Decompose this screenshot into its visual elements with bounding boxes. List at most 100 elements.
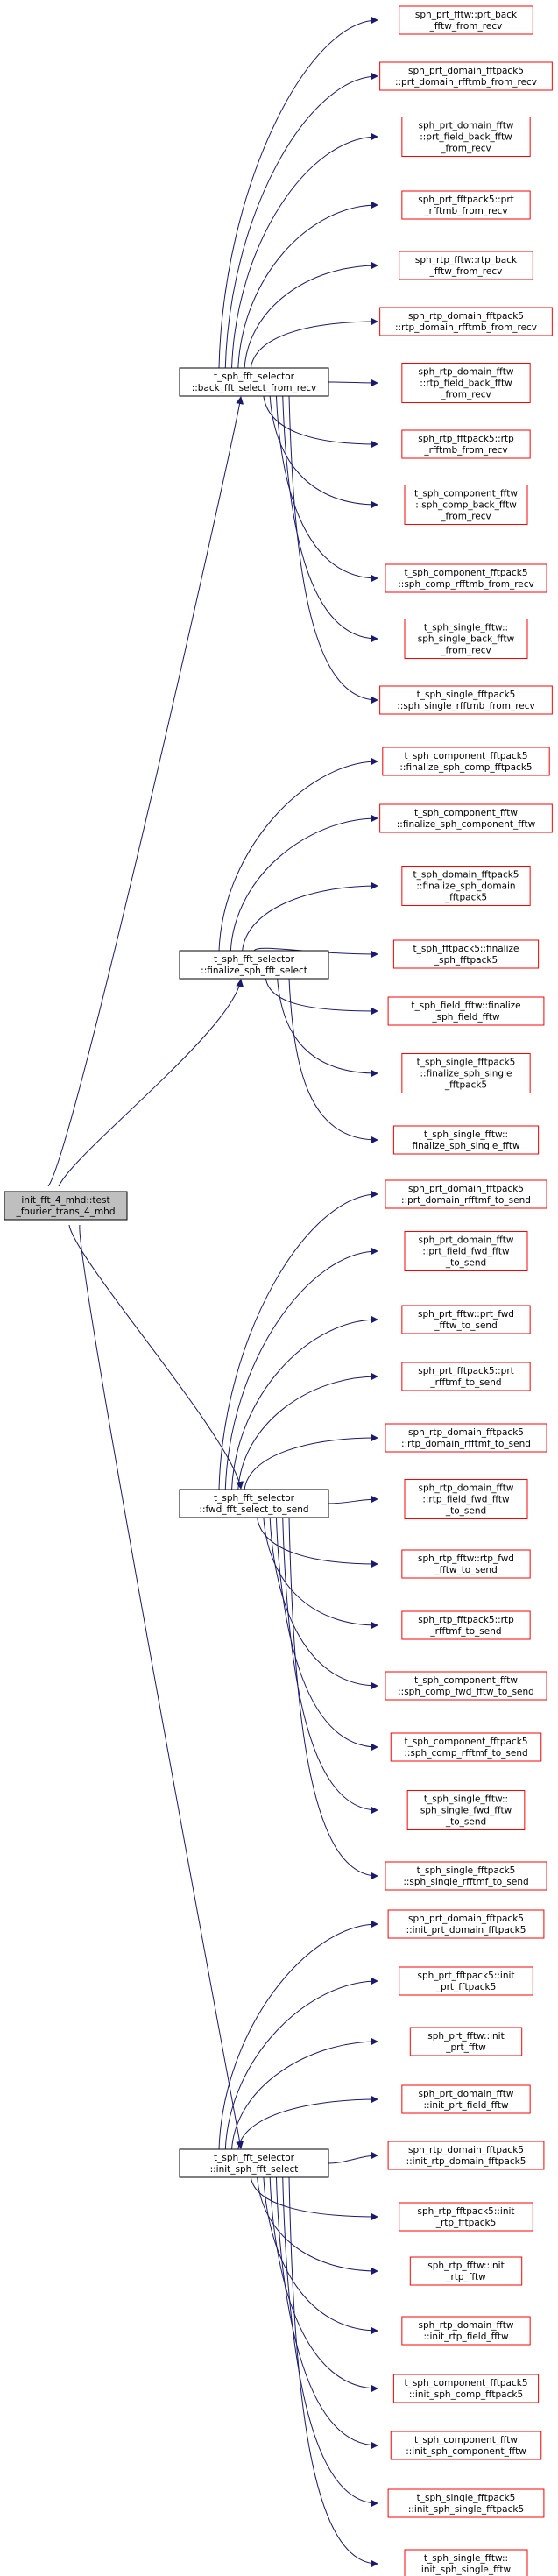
callee-node-label: sph_rtp_fftpack5::rtp [418, 1615, 514, 1625]
callee-node[interactable]: sph_prt_domain_fftw::init_prt_field_fftw [401, 2084, 531, 2114]
caller-node-box [179, 950, 329, 980]
edge-caller-to-callee [244, 261, 378, 369]
edge-caller-to-callee [277, 978, 378, 1078]
callee-node[interactable]: sph_prt_domain_fftpack5::init_prt_domain… [387, 1909, 545, 1939]
callee-node[interactable]: t_sph_component_fftw::sph_comp_back_fftw… [404, 485, 528, 525]
edge-caller-to-callee [257, 1517, 378, 1568]
edge-caller-to-callee [218, 757, 378, 952]
callee-node-label: ::rtp_field_fwd_fftw [422, 1495, 510, 1505]
root-node-box [4, 1191, 128, 1221]
callee-node-label: _rtp_fftpack5 [435, 2218, 497, 2228]
callee-node[interactable]: sph_rtp_fftpack5::init_rtp_fftpack5 [399, 2202, 533, 2232]
callee-node-label: _fftw_to_send [434, 1320, 497, 1331]
callee-node-label: finalize_sph_single_fftw [412, 1141, 519, 1151]
callee-node[interactable]: t_sph_domain_fftpack5::finalize_sph_doma… [401, 866, 531, 906]
callee-node-label: _sph_fftpack5 [434, 955, 498, 966]
callee-node-label: sph_prt_fftpack5::init [417, 1971, 514, 1981]
root-node-label: init_fft_4_mhd::test [21, 1195, 109, 1206]
callee-node-label: sph_rtp_domain_fftw [419, 2320, 514, 2331]
callee-node-label: ::sph_comp_back_fftw [415, 500, 517, 511]
callee-node[interactable]: sph_rtp_fftw::init_rtp_fftw [409, 2256, 523, 2286]
callee-node[interactable]: sph_prt_fftw::prt_back_fftw_from_recv [399, 5, 533, 35]
callee-node-label: sph_single_back_fftw [418, 634, 515, 645]
edge-caller-to-callee [263, 2176, 378, 2335]
callee-node[interactable]: sph_prt_domain_fftw::prt_field_fwd_fftw_… [404, 1231, 528, 1271]
callee-node[interactable]: t_sph_component_fftw::init_sph_component… [390, 2431, 542, 2460]
callee-node[interactable]: sph_rtp_fftw::rtp_fwd_fftw_to_send [401, 1549, 531, 1579]
callee-node[interactable]: sph_rtp_fftpack5::rtp_rfftmb_from_recv [401, 429, 531, 459]
callee-node-label: sph_prt_fftpack5::prt [418, 1366, 514, 1376]
callee-node-label: ::finalize_sph_component_fftw [397, 819, 536, 830]
callee-node-label: ::rtp_domain_rfftmf_to_send [401, 1439, 531, 1449]
callee-node[interactable]: t_sph_single_fftw::init_sph_single_fftw [404, 2549, 528, 2576]
callee-node-box [409, 2027, 523, 2056]
edge-caller-to-callee [282, 2176, 378, 2508]
callee-node[interactable]: sph_prt_fftw::init_prt_fftw [409, 2027, 523, 2056]
callee-node[interactable]: t_sph_component_fftpack5::sph_comp_rfftm… [390, 1732, 542, 1762]
callee-node-label: ::prt_domain_rfftmb_from_recv [395, 77, 537, 88]
callee-node[interactable]: sph_rtp_domain_fftw::init_rtp_field_fftw [401, 2316, 531, 2346]
caller-node[interactable]: t_sph_fft_selector::back_fft_select_from… [179, 367, 329, 397]
callee-node-label: _from_recv [440, 646, 491, 656]
callee-node[interactable]: sph_rtp_fftpack5::rtp_rfftmf_to_send [401, 1610, 531, 1640]
callee-node-label: sph_rtp_domain_fftpack5 [408, 311, 524, 322]
callee-node[interactable]: t_sph_field_fftw::finalize_sph_field_fft… [387, 996, 545, 1026]
callee-node[interactable]: t_sph_fftpack5::finalize_sph_fftpack5 [392, 939, 540, 969]
edge-caller-to-callee [253, 947, 378, 959]
callee-node[interactable]: t_sph_single_fftpack5::init_sph_single_f… [387, 2488, 545, 2518]
callee-node[interactable]: t_sph_single_fftw::finalize_sph_single_f… [392, 1125, 540, 1155]
callee-node-label: _rfftmf_to_send [429, 1377, 501, 1388]
callee-node[interactable]: sph_prt_fftw::prt_fwd_fftw_to_send [401, 1305, 531, 1334]
callee-node-box [387, 996, 545, 1026]
callee-node-label: _from_recv [440, 390, 491, 400]
caller-node-label: t_sph_fft_selector [214, 1493, 295, 1504]
callee-node[interactable]: t_sph_component_fftpack5::sph_comp_rfftm… [385, 563, 547, 593]
caller-node-label: t_sph_fft_selector [214, 954, 295, 965]
callee-node[interactable]: sph_rtp_domain_fftw::rtp_field_back_fftw… [401, 363, 531, 403]
callee-node[interactable]: sph_prt_domain_fftpack5::prt_domain_rfft… [379, 61, 553, 91]
caller-node[interactable]: t_sph_fft_selector::init_sph_fft_select [179, 2148, 329, 2178]
callee-node[interactable]: t_sph_single_fftpack5::finalize_sph_sing… [401, 1053, 531, 1093]
callee-node[interactable]: sph_prt_fftpack5::init_prt_fftpack5 [399, 1966, 533, 1996]
callee-node-label: t_sph_single_fftw:: [424, 623, 508, 633]
callee-node[interactable]: t_sph_component_fftw::finalize_sph_compo… [379, 803, 553, 833]
callee-node-label: _fftw_to_send [434, 1565, 497, 1575]
callee-node-box [379, 61, 553, 91]
callee-node-label: ::finalize_sph_single [420, 1069, 512, 1079]
callee-node-label: t_sph_domain_fftpack5 [413, 870, 519, 881]
callee-node[interactable]: sph_rtp_fftw::rtp_back_fftw_from_recv [399, 251, 533, 280]
callee-node[interactable]: t_sph_component_fftpack5::init_sph_comp_… [392, 2374, 540, 2403]
callee-node-box [392, 939, 540, 969]
callee-node-label: _from_recv [440, 144, 491, 154]
caller-node[interactable]: t_sph_fft_selector::finalize_sph_fft_sel… [179, 950, 329, 980]
callee-node-label: t_sph_single_fftpack5 [417, 1865, 516, 1876]
callee-node[interactable]: t_sph_single_fftw::sph_single_fwd_fftw_t… [406, 1790, 526, 1830]
callee-node-box [387, 2141, 545, 2170]
callee-node[interactable]: t_sph_component_fftpack5::finalize_sph_c… [382, 747, 550, 776]
edge-caller-to-callee [237, 1372, 378, 1490]
callee-node[interactable]: sph_rtp_domain_fftw::rtp_field_fwd_fftw_… [404, 1479, 528, 1519]
callee-node[interactable]: sph_prt_domain_fftw::prt_field_back_fftw… [401, 117, 531, 157]
callee-node-box [379, 307, 553, 336]
root-node[interactable]: init_fft_4_mhd::test_fourier_trans_4_mhd [4, 1191, 128, 1221]
callee-node[interactable]: t_sph_single_fftpack5::sph_single_rfftmb… [379, 685, 553, 715]
callee-node-box [390, 2431, 542, 2460]
callee-node-box [379, 685, 553, 715]
callee-node[interactable]: sph_rtp_domain_fftpack5::rtp_domain_rfft… [379, 307, 553, 336]
callee-node[interactable]: sph_rtp_domain_fftpack5::init_rtp_domain… [387, 2141, 545, 2170]
callee-node[interactable]: sph_prt_domain_fftpack5::prt_domain_rfft… [385, 1179, 547, 1209]
callee-node-label: t_sph_component_fftpack5 [404, 1737, 527, 1747]
callee-node-label: sph_rtp_domain_fftpack5 [408, 2145, 524, 2155]
callee-node[interactable]: t_sph_single_fftw::sph_single_back_fftw_… [404, 619, 528, 659]
edge-caller-to-callee [263, 395, 378, 449]
callee-node[interactable]: sph_rtp_domain_fftpack5::rtp_domain_rfft… [385, 1423, 547, 1453]
callee-node-label: ::init_sph_comp_fftpack5 [409, 2389, 523, 2400]
callee-node-label: ::init_sph_single_fftpack5 [408, 2504, 524, 2515]
callee-node[interactable]: sph_prt_fftpack5::prt_rfftmf_to_send [401, 1362, 531, 1391]
caller-node[interactable]: t_sph_fft_selector::fwd_fft_select_to_se… [179, 1489, 329, 1518]
callee-node[interactable]: sph_prt_fftpack5::prt_rfftmb_from_recv [401, 190, 531, 220]
callee-node-label: sph_rtp_fftpack5::rtp [418, 434, 514, 444]
edge-caller-to-callee [218, 1920, 378, 2150]
callee-node[interactable]: t_sph_single_fftpack5::sph_single_rfftmf… [385, 1861, 547, 1891]
callee-node[interactable]: t_sph_component_fftw::sph_comp_fwd_fftw_… [385, 1671, 547, 1701]
